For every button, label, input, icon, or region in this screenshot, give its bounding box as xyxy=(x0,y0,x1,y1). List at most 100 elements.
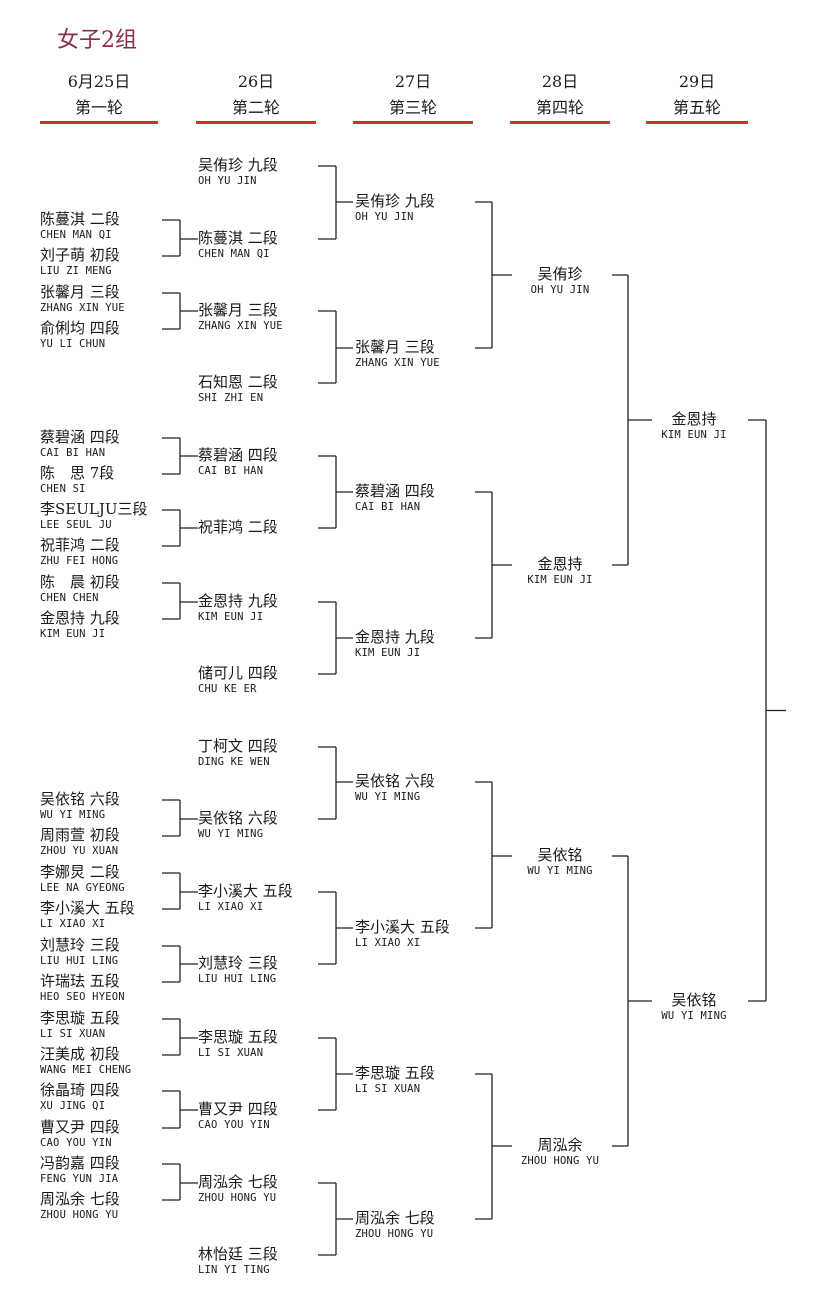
player-entry: 祝菲鸿 二段 xyxy=(198,518,278,550)
player-name: 金恩持 九段 xyxy=(355,628,435,646)
player-romanized-name: LI XIAO XI xyxy=(198,901,264,913)
player-romanized-name: YU LI CHUN xyxy=(40,338,106,350)
player-name: 李思璇 五段 xyxy=(355,1064,435,1082)
player-romanized-name: DING KE WEN xyxy=(198,756,270,768)
player-romanized-name: FENG YUN JIA xyxy=(40,1173,119,1185)
player-romanized-name: WU YI MING xyxy=(40,809,106,821)
player-romanized-name: OH YU JIN xyxy=(198,175,257,187)
player-name: 曹又尹 四段 xyxy=(198,1100,278,1118)
player-romanized-name: ZHOU HONG YU xyxy=(40,1209,119,1221)
player-name: 曹又尹 四段 xyxy=(40,1118,120,1136)
player-romanized-name: LIU ZI MENG xyxy=(40,265,112,277)
player-romanized-name: CAO YOU YIN xyxy=(198,1119,270,1131)
round-underline xyxy=(510,121,610,124)
player-name: 周泓余 七段 xyxy=(40,1190,120,1208)
player-name: 石知恩 二段 xyxy=(198,373,278,391)
player-name: 冯韵嘉 四段 xyxy=(40,1154,120,1172)
player-romanized-name: ZHOU YU XUAN xyxy=(40,845,119,857)
player-name: 金恩持 xyxy=(537,555,583,573)
player-romanized-name: LIN YI TING xyxy=(198,1264,270,1276)
player-name: 刘慧玲 三段 xyxy=(198,954,278,972)
round-label: 第三轮 xyxy=(388,98,437,117)
round-header-1: 6月25日 第一轮 xyxy=(40,72,158,124)
player-name: 蔡碧涵 四段 xyxy=(355,482,435,500)
player-romanized-name: KIM EUN JI xyxy=(527,574,593,586)
player-romanized-name: LI XIAO XI xyxy=(40,918,106,930)
player-romanized-name: CAI BI HAN xyxy=(40,447,106,459)
player-name: 林怡廷 三段 xyxy=(198,1245,278,1263)
round-date: 27日 xyxy=(394,72,432,91)
player-romanized-name: ZHANG XIN YUE xyxy=(355,357,440,369)
player-romanized-name: CHEN MAN QI xyxy=(198,248,270,260)
player-romanized-name: WU YI MING xyxy=(198,828,264,840)
player-name: 吴侑珍 xyxy=(537,265,583,283)
round-header-5: 29日 第五轮 xyxy=(646,72,748,124)
player-romanized-name: CAI BI HAN xyxy=(198,465,264,477)
player-name: 李SEULJU三段 xyxy=(40,500,148,518)
player-romanized-name: KIM EUN JI xyxy=(661,429,727,441)
player-romanized-name: CAI BI HAN xyxy=(355,501,421,513)
player-name: 李思璇 五段 xyxy=(40,1009,120,1027)
round-date: 28日 xyxy=(541,72,579,91)
round-date: 29日 xyxy=(678,72,716,91)
player-romanized-name: CHEN CHEN xyxy=(40,592,99,604)
player-name: 徐晶琦 四段 xyxy=(40,1081,120,1099)
round-header-4: 28日 第四轮 xyxy=(510,72,610,124)
player-name: 金恩持 xyxy=(671,410,717,428)
player-romanized-name: WU YI MING xyxy=(355,791,421,803)
player-romanized-name: KIM EUN JI xyxy=(198,611,264,623)
round-label: 第二轮 xyxy=(231,98,280,117)
player-name: 周泓余 xyxy=(537,1136,583,1154)
round-header-3: 27日 第三轮 xyxy=(353,72,473,124)
player-name: 许瑞珐 五段 xyxy=(40,972,120,990)
round-label: 第四轮 xyxy=(535,98,584,117)
player-romanized-name: ZHOU HONG YU xyxy=(198,1192,277,1204)
player-name: 李娜炅 二段 xyxy=(40,863,120,881)
player-name: 李小溪大 五段 xyxy=(355,918,450,936)
player-name: 陈 思 7段 xyxy=(40,464,115,482)
player-name: 周泓余 七段 xyxy=(198,1173,278,1191)
player-romanized-name: OH YU JIN xyxy=(530,284,590,296)
round-date: 6月25日 xyxy=(67,72,131,91)
player-romanized-name: WU YI MING xyxy=(661,1010,727,1022)
round-underline xyxy=(353,121,473,124)
player-romanized-name: LEE SEUL JU xyxy=(40,519,112,531)
player-romanized-name: LEE NA GYEONG xyxy=(40,882,125,894)
player-name: 金恩持 九段 xyxy=(198,592,278,610)
player-romanized-name: LIU HUI LING xyxy=(198,973,277,985)
player-romanized-name: CHEN MAN QI xyxy=(40,229,112,241)
player-name: 刘子萌 初段 xyxy=(40,246,120,264)
player-name: 张馨月 三段 xyxy=(198,301,278,319)
player-name: 储可儿 四段 xyxy=(198,664,278,682)
player-name: 周泓余 七段 xyxy=(355,1209,435,1227)
player-romanized-name: SHI ZHI EN xyxy=(198,392,264,404)
player-name: 吴依铭 xyxy=(671,991,717,1009)
round-label: 第五轮 xyxy=(672,98,721,117)
player-romanized-name xyxy=(198,537,278,550)
